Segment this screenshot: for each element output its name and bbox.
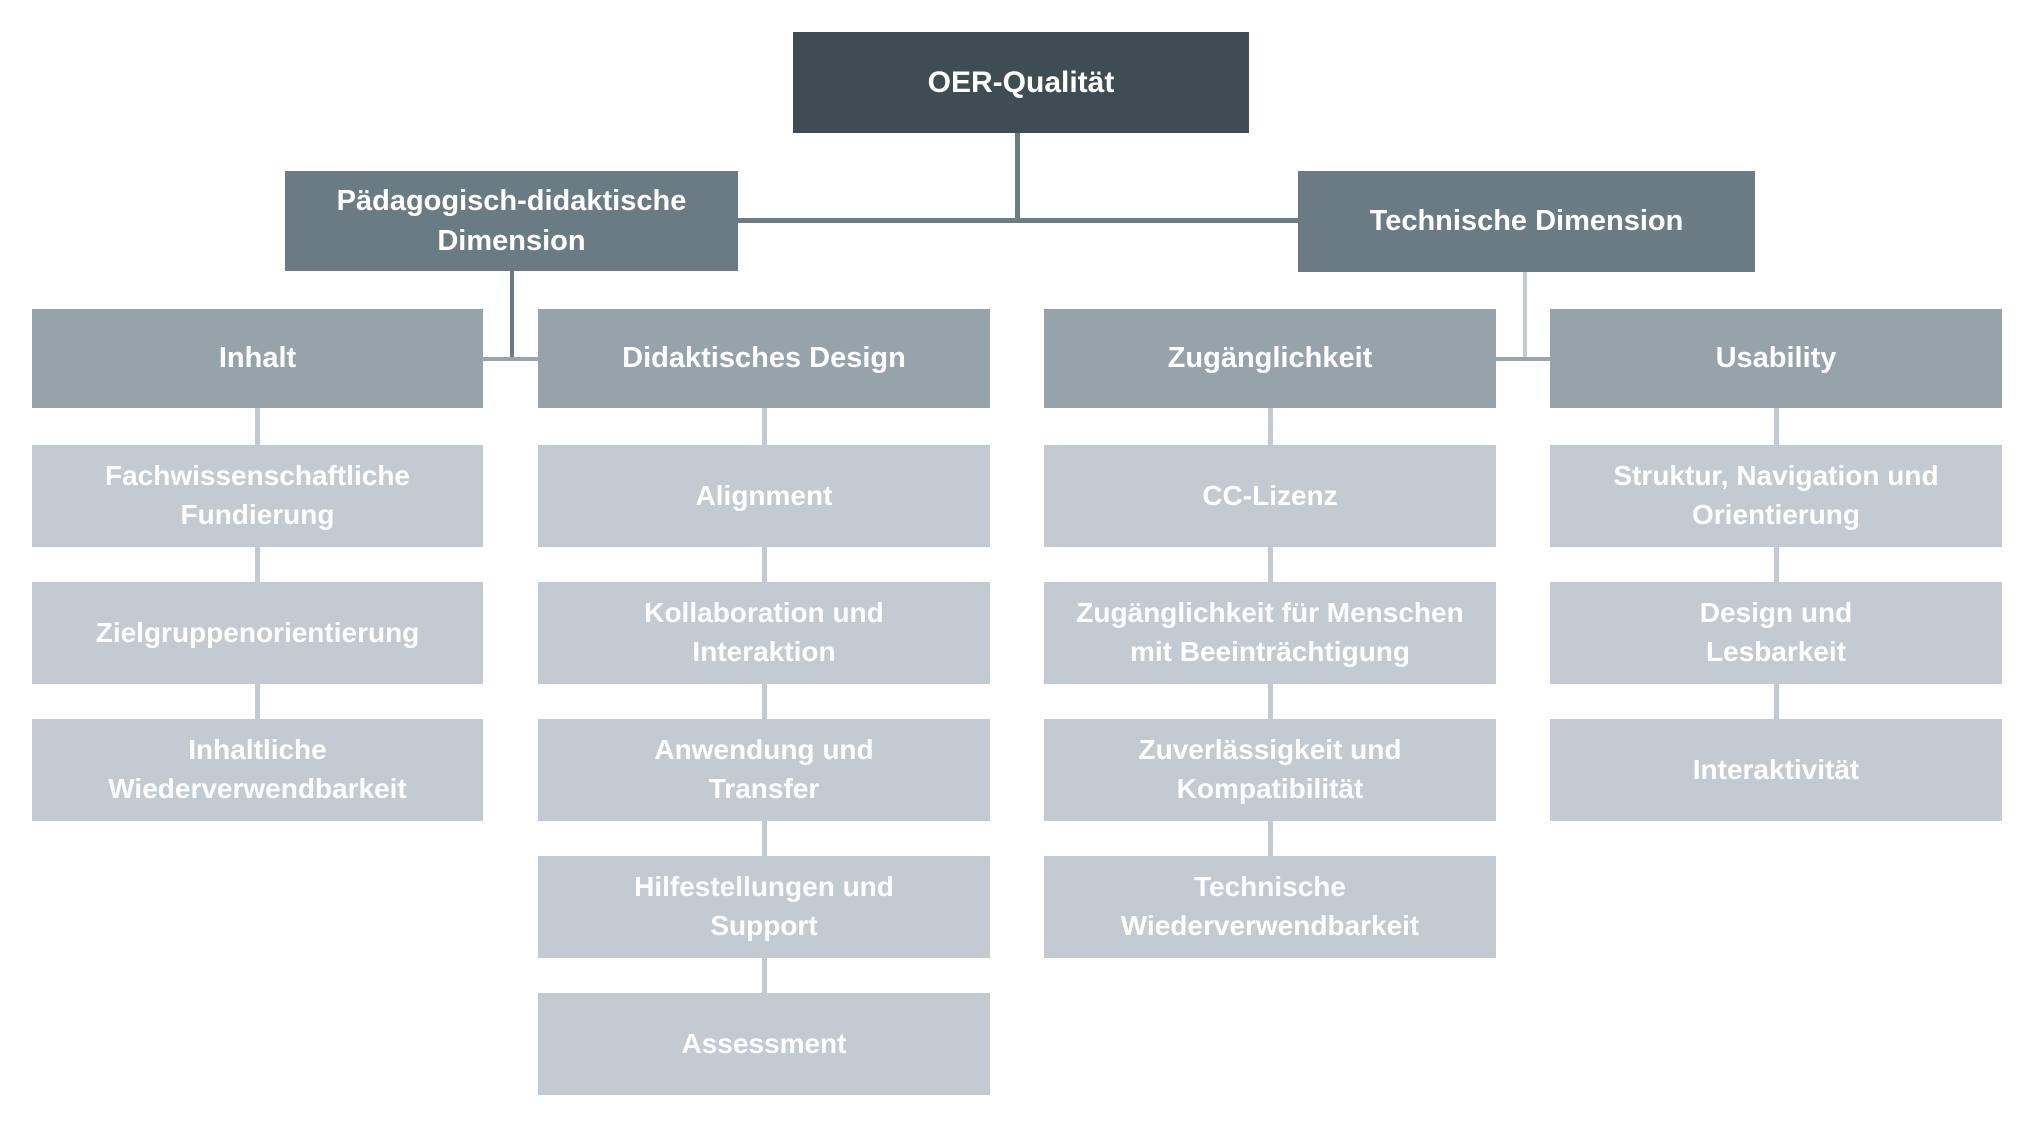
- connector-col4-seg2: [1774, 547, 1779, 582]
- node-cc-lizenz: CC-Lizenz: [1044, 445, 1496, 547]
- connector-col2-seg1: [762, 408, 767, 445]
- connector-col3-seg2: [1268, 547, 1273, 582]
- node-usability: Usability: [1550, 309, 2002, 408]
- connector-col4-seg3: [1774, 684, 1779, 719]
- node-inhalt: Inhalt: [32, 309, 483, 408]
- node-inhaltliche-wiederverwendbarkeit: Inhaltliche Wiederverwendbarkeit: [32, 719, 483, 821]
- connector-col4-seg1: [1774, 408, 1779, 445]
- node-anwendung-und-transfer: Anwendung und Transfer: [538, 719, 990, 821]
- node-struktur-navigation-und-orientierung: Struktur, Navigation und Orientierung: [1550, 445, 2002, 547]
- node-alignment: Alignment: [538, 445, 990, 547]
- connector-col3-seg3: [1268, 684, 1273, 719]
- node-interaktivitaet: Interaktivität: [1550, 719, 2002, 821]
- connector-col1-seg3: [255, 684, 260, 719]
- connector-col1-seg2: [255, 547, 260, 582]
- connector-col2-seg5: [762, 958, 767, 993]
- node-zugaenglichkeit: Zugänglichkeit: [1044, 309, 1496, 408]
- node-zuverlaessigkeit-und-kompatibilitaet: Zuverlässigkeit und Kompatibilität: [1044, 719, 1496, 821]
- node-assessment: Assessment: [538, 993, 990, 1095]
- connector-root-vertical: [1015, 133, 1020, 220]
- node-didaktisches-design: Didaktisches Design: [538, 309, 990, 408]
- node-kollaboration-und-interaktion: Kollaboration und Interaktion: [538, 582, 990, 684]
- connector-dimension1-vertical: [510, 271, 514, 357]
- node-design-und-lesbarkeit: Design und Lesbarkeit: [1550, 582, 2002, 684]
- connector-col1-seg1: [255, 408, 260, 445]
- connector-col2-seg3: [762, 684, 767, 719]
- connector-root-horizontal: [738, 218, 1298, 223]
- connector-col3-seg4: [1268, 821, 1273, 856]
- node-zugaenglichkeit-fuer-menschen-mit-beeintraechtigung: Zugänglichkeit für Menschen mit Beeinträ…: [1044, 582, 1496, 684]
- node-zielgruppenorientierung: Zielgruppenorientierung: [32, 582, 483, 684]
- connector-col2-seg2: [762, 547, 767, 582]
- node-technische-dimension: Technische Dimension: [1298, 171, 1755, 272]
- node-technische-wiederverwendbarkeit: Technische Wiederverwendbarkeit: [1044, 856, 1496, 958]
- connector-dimension2-vertical: [1523, 271, 1527, 357]
- connector-dimension2-horizontal: [1496, 357, 1550, 361]
- connector-col3-seg1: [1268, 408, 1273, 445]
- node-paedagogisch-didaktische-dimension: Pädagogisch-didaktische Dimension: [285, 171, 738, 271]
- node-oer-qualitaet: OER-Qualität: [793, 32, 1249, 133]
- node-hilfestellungen-und-support: Hilfestellungen und Support: [538, 856, 990, 958]
- connector-dimension1-horizontal: [483, 357, 538, 361]
- node-fachwissenschaftliche-fundierung: Fachwissenschaftliche Fundierung: [32, 445, 483, 547]
- connector-col2-seg4: [762, 821, 767, 856]
